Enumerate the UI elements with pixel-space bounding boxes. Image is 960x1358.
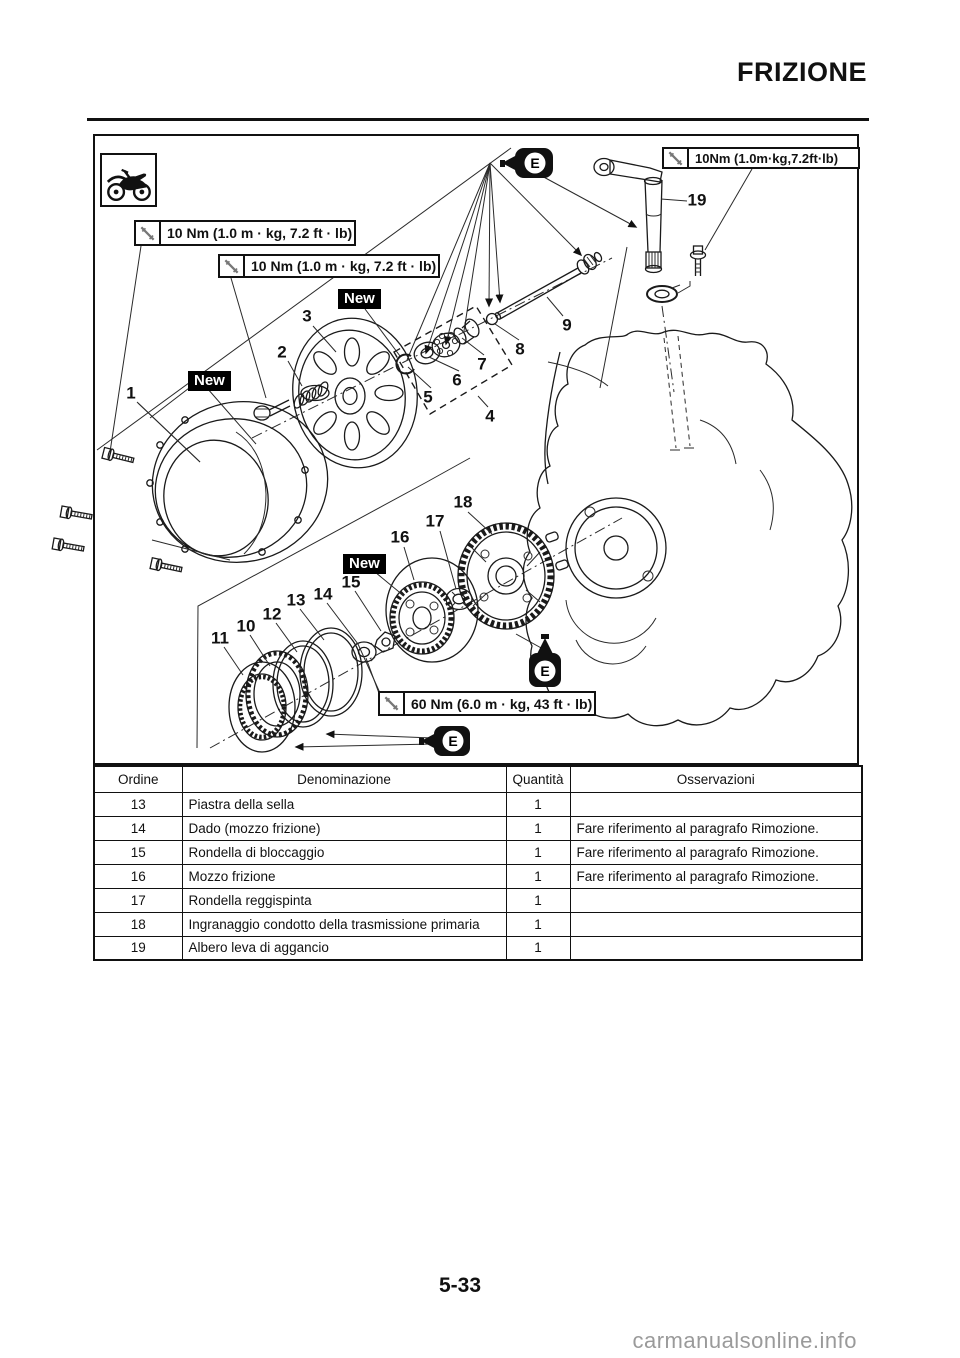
- part-number-label: 10: [236, 616, 256, 636]
- cell-quantita: 1: [505, 911, 571, 937]
- part-number-label: 16: [390, 527, 410, 547]
- cell-ordine: 18: [93, 911, 183, 937]
- cell-ordine: 14: [93, 815, 183, 841]
- part-number-label: 1: [126, 383, 136, 403]
- cell-quantita: 1: [505, 839, 571, 865]
- wrench-icon: [224, 259, 239, 273]
- new-part-label: New: [338, 289, 381, 309]
- wrench-icon-cell: [136, 222, 161, 244]
- cell-osservazioni: [569, 791, 863, 817]
- col-header-denominazione: Denominazione: [181, 765, 507, 793]
- cell-osservazioni: [569, 935, 863, 961]
- col-header-osservazioni: Osservazioni: [569, 765, 863, 793]
- part-number-label: 13: [286, 590, 306, 610]
- new-part-label: New: [343, 554, 386, 574]
- cell-ordine: 15: [93, 839, 183, 865]
- part-number-label: 19: [687, 190, 707, 210]
- motorcycle-icon: [106, 168, 151, 201]
- wrench-icon-cell: [664, 149, 689, 167]
- cell-quantita: 1: [505, 887, 571, 913]
- cell-denominazione: Rondella di bloccaggio: [181, 839, 507, 865]
- wrench-icon-cell: [380, 693, 405, 714]
- torque-value: 10 Nm (1.0 m · kg, 7.2 ft · lb): [251, 258, 437, 274]
- header-rule: [87, 118, 869, 121]
- torque-value: 10Nm (1.0m·kg,7.2ft·lb): [695, 150, 839, 166]
- watermark: carmanualsonline.info: [632, 1328, 857, 1353]
- table-header-row: Ordine Denominazione Quantità Osservazio…: [93, 765, 863, 793]
- part-number-label: 17: [425, 511, 445, 531]
- figure-frame: [93, 134, 859, 765]
- part-number-label: 6: [452, 370, 462, 390]
- part-number-label: 4: [485, 406, 495, 426]
- part-number-label: 14: [313, 584, 333, 604]
- cell-osservazioni: Fare riferimento al paragrafo Rimozione.: [569, 863, 863, 889]
- part-number-label: 12: [262, 604, 282, 624]
- cell-quantita: 1: [505, 935, 571, 961]
- wrench-icon: [384, 696, 399, 711]
- cell-osservazioni: [569, 911, 863, 937]
- part-number-label: 5: [423, 387, 433, 407]
- part-number-label: 18: [453, 492, 473, 512]
- wrench-icon-cell: [220, 256, 245, 276]
- cell-osservazioni: Fare riferimento al paragrafo Rimozione.: [569, 815, 863, 841]
- part-number-label: 15: [341, 572, 361, 592]
- cell-denominazione: Dado (mozzo frizione): [181, 815, 507, 841]
- part-number-label: 7: [477, 354, 487, 374]
- cell-ordine: 19: [93, 935, 183, 961]
- col-header-quantita: Quantità: [505, 765, 571, 793]
- torque-callout: 10 Nm (1.0 m · kg, 7.2 ft · lb): [134, 220, 356, 246]
- torque-value: 10 Nm (1.0 m · kg, 7.2 ft · lb): [167, 225, 353, 241]
- cell-osservazioni: [569, 887, 863, 913]
- part-number-label: 9: [562, 315, 572, 335]
- torque-callout: 10 Nm (1.0 m · kg, 7.2 ft · lb): [218, 254, 440, 278]
- part-number-label: 11: [211, 628, 229, 648]
- cell-denominazione: Mozzo frizione: [181, 863, 507, 889]
- cell-ordine: 16: [93, 863, 183, 889]
- cell-ordine: 17: [93, 887, 183, 913]
- cell-quantita: 1: [505, 791, 571, 817]
- wrench-icon: [140, 226, 155, 240]
- cell-osservazioni: Fare riferimento al paragrafo Rimozione.: [569, 839, 863, 865]
- cell-denominazione: Albero leva di aggancio: [181, 935, 507, 961]
- torque-callout: 10Nm (1.0m·kg,7.2ft·lb): [662, 147, 860, 169]
- new-part-label: New: [188, 371, 231, 391]
- cell-quantita: 1: [505, 815, 571, 841]
- cell-denominazione: Piastra della sella: [181, 791, 507, 817]
- cell-denominazione: Ingranaggio condotto della trasmissione …: [181, 911, 507, 937]
- part-number-label: 8: [515, 339, 525, 359]
- page-title: FRIZIONE: [737, 57, 867, 87]
- wrench-icon: [668, 151, 683, 165]
- torque-value: 60 Nm (6.0 m · kg, 43 ft · lb): [411, 695, 593, 712]
- page-number: 5-33: [438, 1274, 482, 1297]
- parts-table: Ordine Denominazione Quantità Osservazio…: [93, 765, 863, 961]
- part-number-label: 2: [277, 342, 287, 362]
- cell-quantita: 1: [505, 863, 571, 889]
- motorcycle-icon-box: [100, 153, 157, 207]
- part-number-label: 3: [302, 306, 312, 326]
- cell-ordine: 13: [93, 791, 183, 817]
- cell-denominazione: Rondella reggispinta: [181, 887, 507, 913]
- col-header-ordine: Ordine: [93, 765, 183, 793]
- torque-callout: 60 Nm (6.0 m · kg, 43 ft · lb): [378, 691, 596, 716]
